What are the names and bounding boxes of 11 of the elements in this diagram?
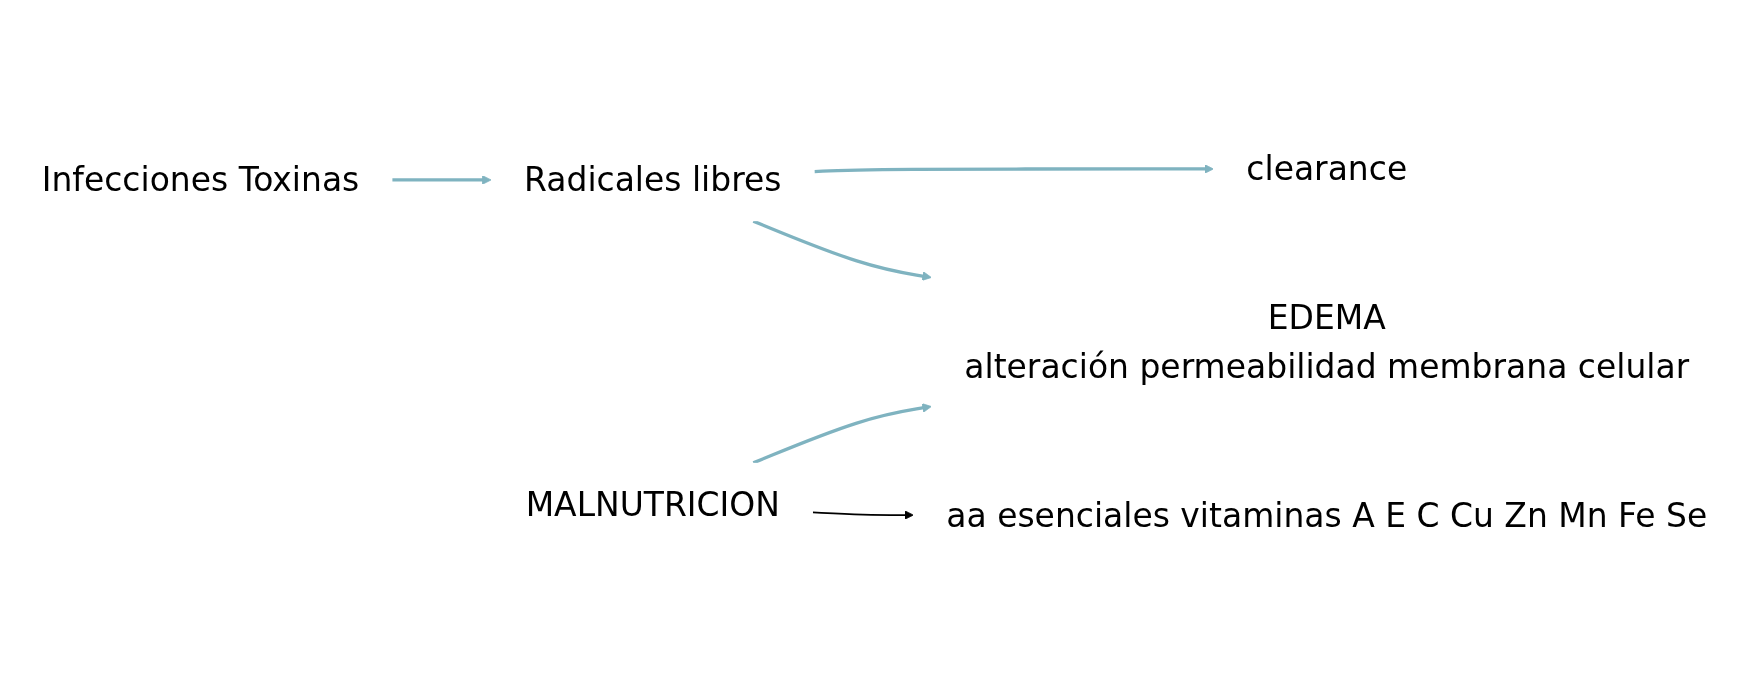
arrow	[812, 510, 914, 520]
node-text: clearance	[1246, 149, 1408, 189]
arrow	[752, 403, 932, 465]
node-text: MALNUTRICION	[525, 484, 780, 524]
arrow	[392, 175, 492, 185]
node-text: EDEMA alteración permeabilidad membrana celular	[964, 298, 1690, 386]
arrow	[814, 164, 1214, 174]
node-text: Infecciones Toxinas	[41, 160, 360, 200]
node-text: Radicales libres	[524, 160, 782, 200]
node-text: aa esenciales vitaminas A E C Cu Zn Mn Fe Se	[946, 495, 1708, 535]
arrow	[752, 219, 932, 281]
